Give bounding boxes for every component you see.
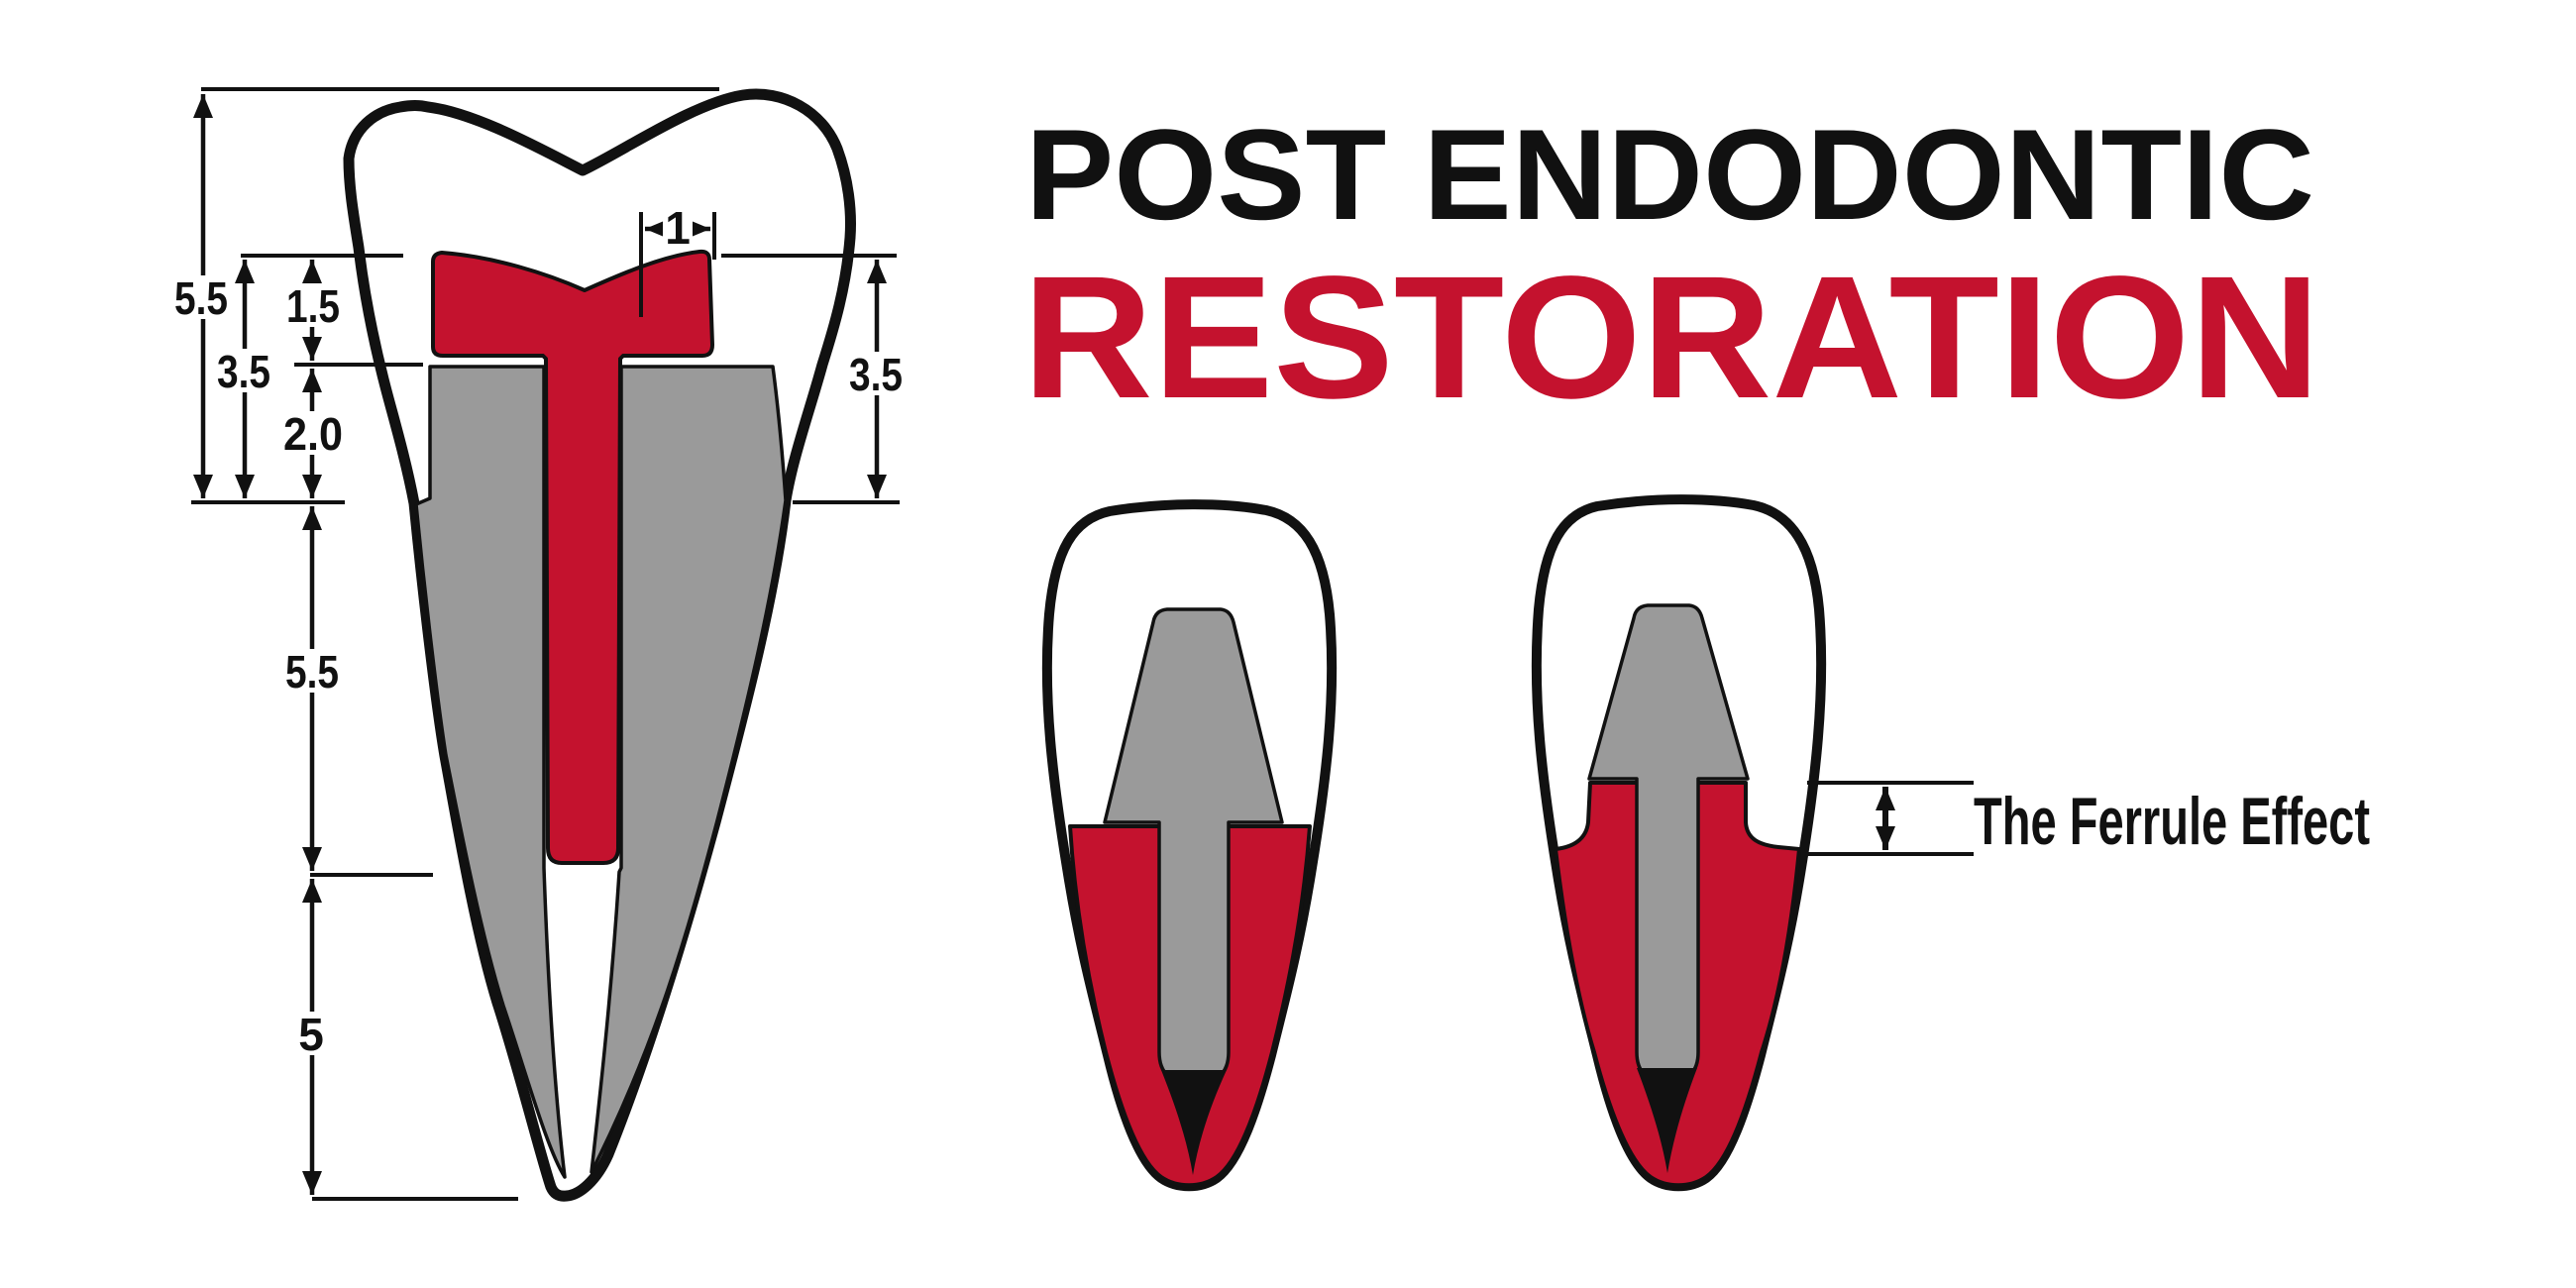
dentin-left-lobe bbox=[414, 365, 567, 1179]
dim-label-apical-filling: 5 bbox=[298, 1009, 324, 1060]
tooth-without-ferrule bbox=[1041, 499, 1338, 1192]
label-bg bbox=[663, 209, 693, 249]
label-bg bbox=[846, 352, 906, 395]
dim-label-post-length: 5.5 bbox=[285, 646, 339, 698]
main-tooth-diagram: 5.5 3.5 1.5 2.0 5.5 5 3.5 1 bbox=[171, 87, 906, 1202]
label-bg bbox=[171, 275, 231, 319]
ferrule-label: The Ferrule Effect bbox=[1974, 784, 2370, 859]
dentin-right-lobe bbox=[590, 365, 788, 1174]
label-bg bbox=[214, 349, 273, 392]
apical-canal-black bbox=[1637, 1068, 1697, 1173]
dim-label-post-diameter: 1 bbox=[665, 202, 691, 254]
label-bg bbox=[293, 1012, 329, 1055]
dimension-lines: 5.5 3.5 1.5 2.0 5.5 5 3.5 1 bbox=[171, 87, 906, 1201]
dim-label-core-height-right: 3.5 bbox=[849, 349, 903, 400]
label-bg bbox=[283, 411, 343, 455]
title-block: POST ENDODONTIC RESTORATION bbox=[1022, 102, 2320, 435]
dim-label-coronal-core: 1.5 bbox=[286, 280, 340, 332]
post-and-core bbox=[431, 249, 714, 865]
dim-label-gingival-core: 2.0 bbox=[283, 408, 343, 460]
title-line-1: POST ENDODONTIC bbox=[1025, 102, 2314, 247]
ferrule-annotation: The Ferrule Effect bbox=[1803, 781, 2370, 859]
apical-canal-black bbox=[1161, 1070, 1227, 1175]
dim-label-core-with-ferrule: 3.5 bbox=[217, 346, 270, 397]
label-bg bbox=[282, 649, 342, 693]
title-line-2: RESTORATION bbox=[1022, 241, 2320, 435]
label-bg bbox=[283, 283, 343, 327]
tooth-with-ferrule bbox=[1531, 494, 1827, 1192]
dim-label-crown-height: 5.5 bbox=[174, 272, 228, 324]
